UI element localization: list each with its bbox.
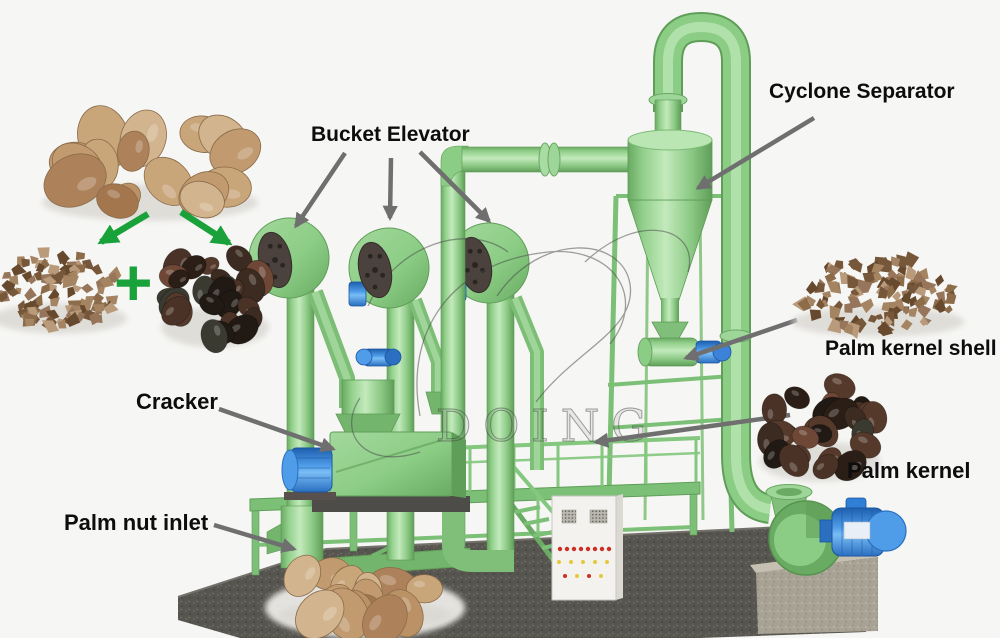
bucket-elevator-3 [448,222,544,553]
bucket-elevator-label: Bucket Elevator [311,123,470,146]
palm-kernel-shell-photo-left [0,247,127,334]
control-cabinet [551,494,623,601]
cyclone-u-pipe [653,11,773,524]
annotation-arrows [213,116,816,553]
palm-kernel-photo-right [757,373,888,482]
plus-icon: + [114,245,153,319]
palm-kernel-label: Palm kernel [847,458,971,483]
watermark-text: DOING [436,401,658,452]
rotary-valve [637,337,732,367]
palm-kernel-photo-left [156,245,274,354]
cyclone-separator [627,93,732,367]
palm-nut-inlet-label: Palm nut inlet [64,510,209,535]
cracker-machine [281,379,470,512]
palm-kernel-shell-label: Palm kernel shell [825,337,997,360]
flow-arrows [97,209,233,246]
blower-motor [819,497,907,557]
cracker-label: Cracker [136,389,218,414]
palm-nuts-inlet-photo [265,554,465,638]
indicator-lights [557,546,612,578]
blower-fan [765,484,907,576]
palm-nuts-photo [42,105,262,221]
cracker-motor [281,447,336,500]
cyclone-separator-label: Cyclone Separator [769,80,955,103]
palm-kernel-shell-photo-right [791,251,965,339]
bucket-elevator-2 [348,227,445,561]
watermark-logo: DOING [350,229,691,458]
